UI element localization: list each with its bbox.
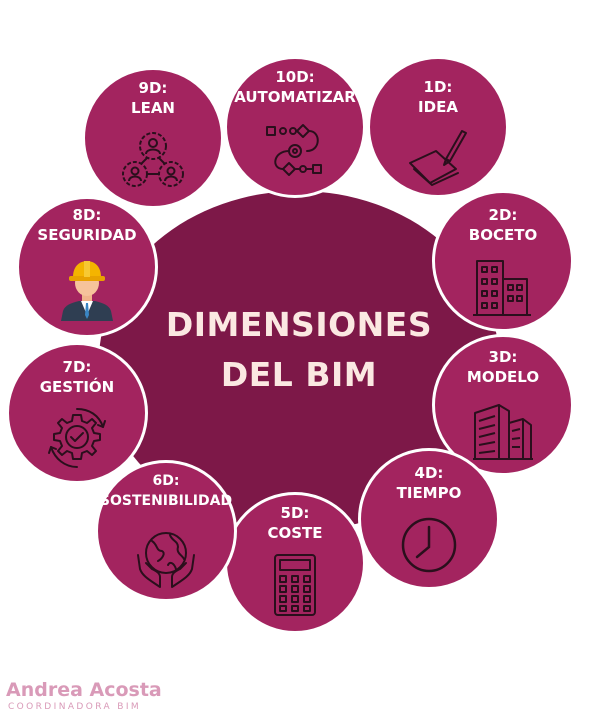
node-code: 5D: <box>280 504 310 522</box>
node-name: SEGURIDAD <box>37 226 137 244</box>
node-4d: 4D: TIEMPO <box>358 448 500 590</box>
author-role: COORDINADORA BIM <box>8 702 142 712</box>
node-name: IDEA <box>418 98 458 116</box>
node-code: 8D: <box>72 206 102 224</box>
title-line-1: DIMENSIONES <box>165 305 433 344</box>
node-name: TIEMPO <box>396 484 462 502</box>
team-gears-icon <box>121 128 185 192</box>
pen-paper-icon <box>406 125 470 189</box>
node-name: GESTIÓN <box>39 378 115 396</box>
node-code: 7D: <box>62 358 92 376</box>
node-name: SOSTENIBILIDAD <box>99 493 233 509</box>
gear-check-icon <box>45 407 109 471</box>
node-name: LEAN <box>131 99 175 117</box>
node-6d: 6D: SOSTENIBILIDAD <box>95 460 237 602</box>
node-9d: 9D: LEAN <box>82 67 224 209</box>
building-icon <box>471 255 535 319</box>
node-code: 4D: <box>414 464 444 482</box>
globe-hands-icon <box>134 525 198 589</box>
node-code: 2D: <box>488 206 518 224</box>
node-7d: 7D: GESTIÓN <box>6 342 148 484</box>
node-code: 1D: <box>423 78 453 96</box>
title-line-2: DEL BIM <box>220 355 378 394</box>
worker-helmet-icon <box>55 257 119 321</box>
node-code: 9D: <box>138 79 168 97</box>
node-name: AUTOMATIZAR <box>234 88 356 106</box>
node-code: 10D: <box>275 68 315 86</box>
center-title: DIMENSIONES DEL BIM <box>99 300 499 400</box>
node-10d: 10D: AUTOMATIZAR <box>224 56 366 198</box>
node-1d: 1D: IDEA <box>367 56 509 198</box>
node-name: MODELO <box>466 368 540 386</box>
clock-icon <box>397 513 461 577</box>
node-name: BOCETO <box>468 226 538 244</box>
node-8d: 8D: SEGURIDAD <box>16 196 158 338</box>
calculator-icon <box>263 553 327 617</box>
author-name: Andrea Acosta <box>6 679 162 701</box>
workflow-icon <box>263 119 327 183</box>
node-2d: 2D: BOCETO <box>432 190 574 332</box>
buildings-3d-icon <box>471 399 535 463</box>
node-code: 3D: <box>488 348 518 366</box>
node-code: 6D: <box>152 473 180 489</box>
node-5d: 5D: COSTE <box>224 492 366 634</box>
node-name: COSTE <box>267 524 323 542</box>
